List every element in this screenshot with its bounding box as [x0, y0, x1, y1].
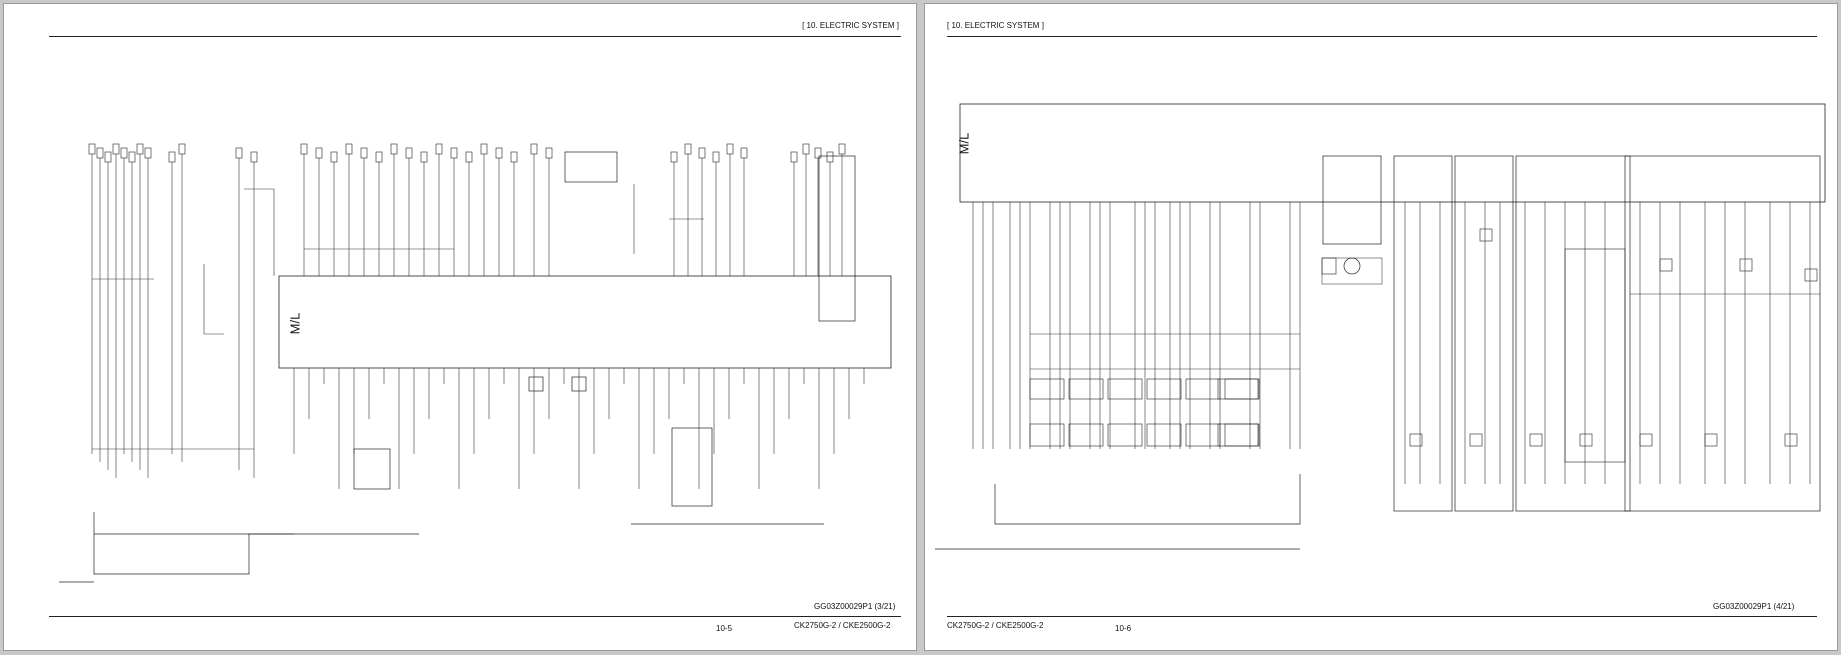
document-page-right: [ 10. ELECTRIC SYSTEM ] M/L GG03Z00029P1…: [925, 4, 1837, 650]
wiring-diagram-right: [935, 103, 1826, 550]
model-name: CK2750G-2 / CKE2500G-2: [947, 621, 1044, 630]
footer-rule: [947, 616, 1817, 617]
section-header: [ 10. ELECTRIC SYSTEM ]: [947, 21, 1044, 30]
section-header: [ 10. ELECTRIC SYSTEM ]: [802, 21, 899, 30]
document-code: GG03Z00029P1 (3/21): [814, 602, 896, 611]
ml-label: M/L: [287, 312, 303, 335]
header-rule: [947, 36, 1817, 37]
header-rule: [49, 36, 901, 37]
document-code: GG03Z00029P1 (4/21): [1713, 602, 1795, 611]
page-number: 10-5: [716, 624, 733, 633]
model-name: CK2750G-2 / CKE2500G-2: [794, 621, 891, 630]
page-number: 10-6: [1115, 624, 1132, 633]
document-page-left: [ 10. ELECTRIC SYSTEM ] M/L GG03Z00029P1…: [4, 4, 916, 650]
ml-label: M/L: [956, 132, 972, 155]
footer-rule: [49, 616, 901, 617]
wiring-diagram-left: [59, 143, 892, 583]
